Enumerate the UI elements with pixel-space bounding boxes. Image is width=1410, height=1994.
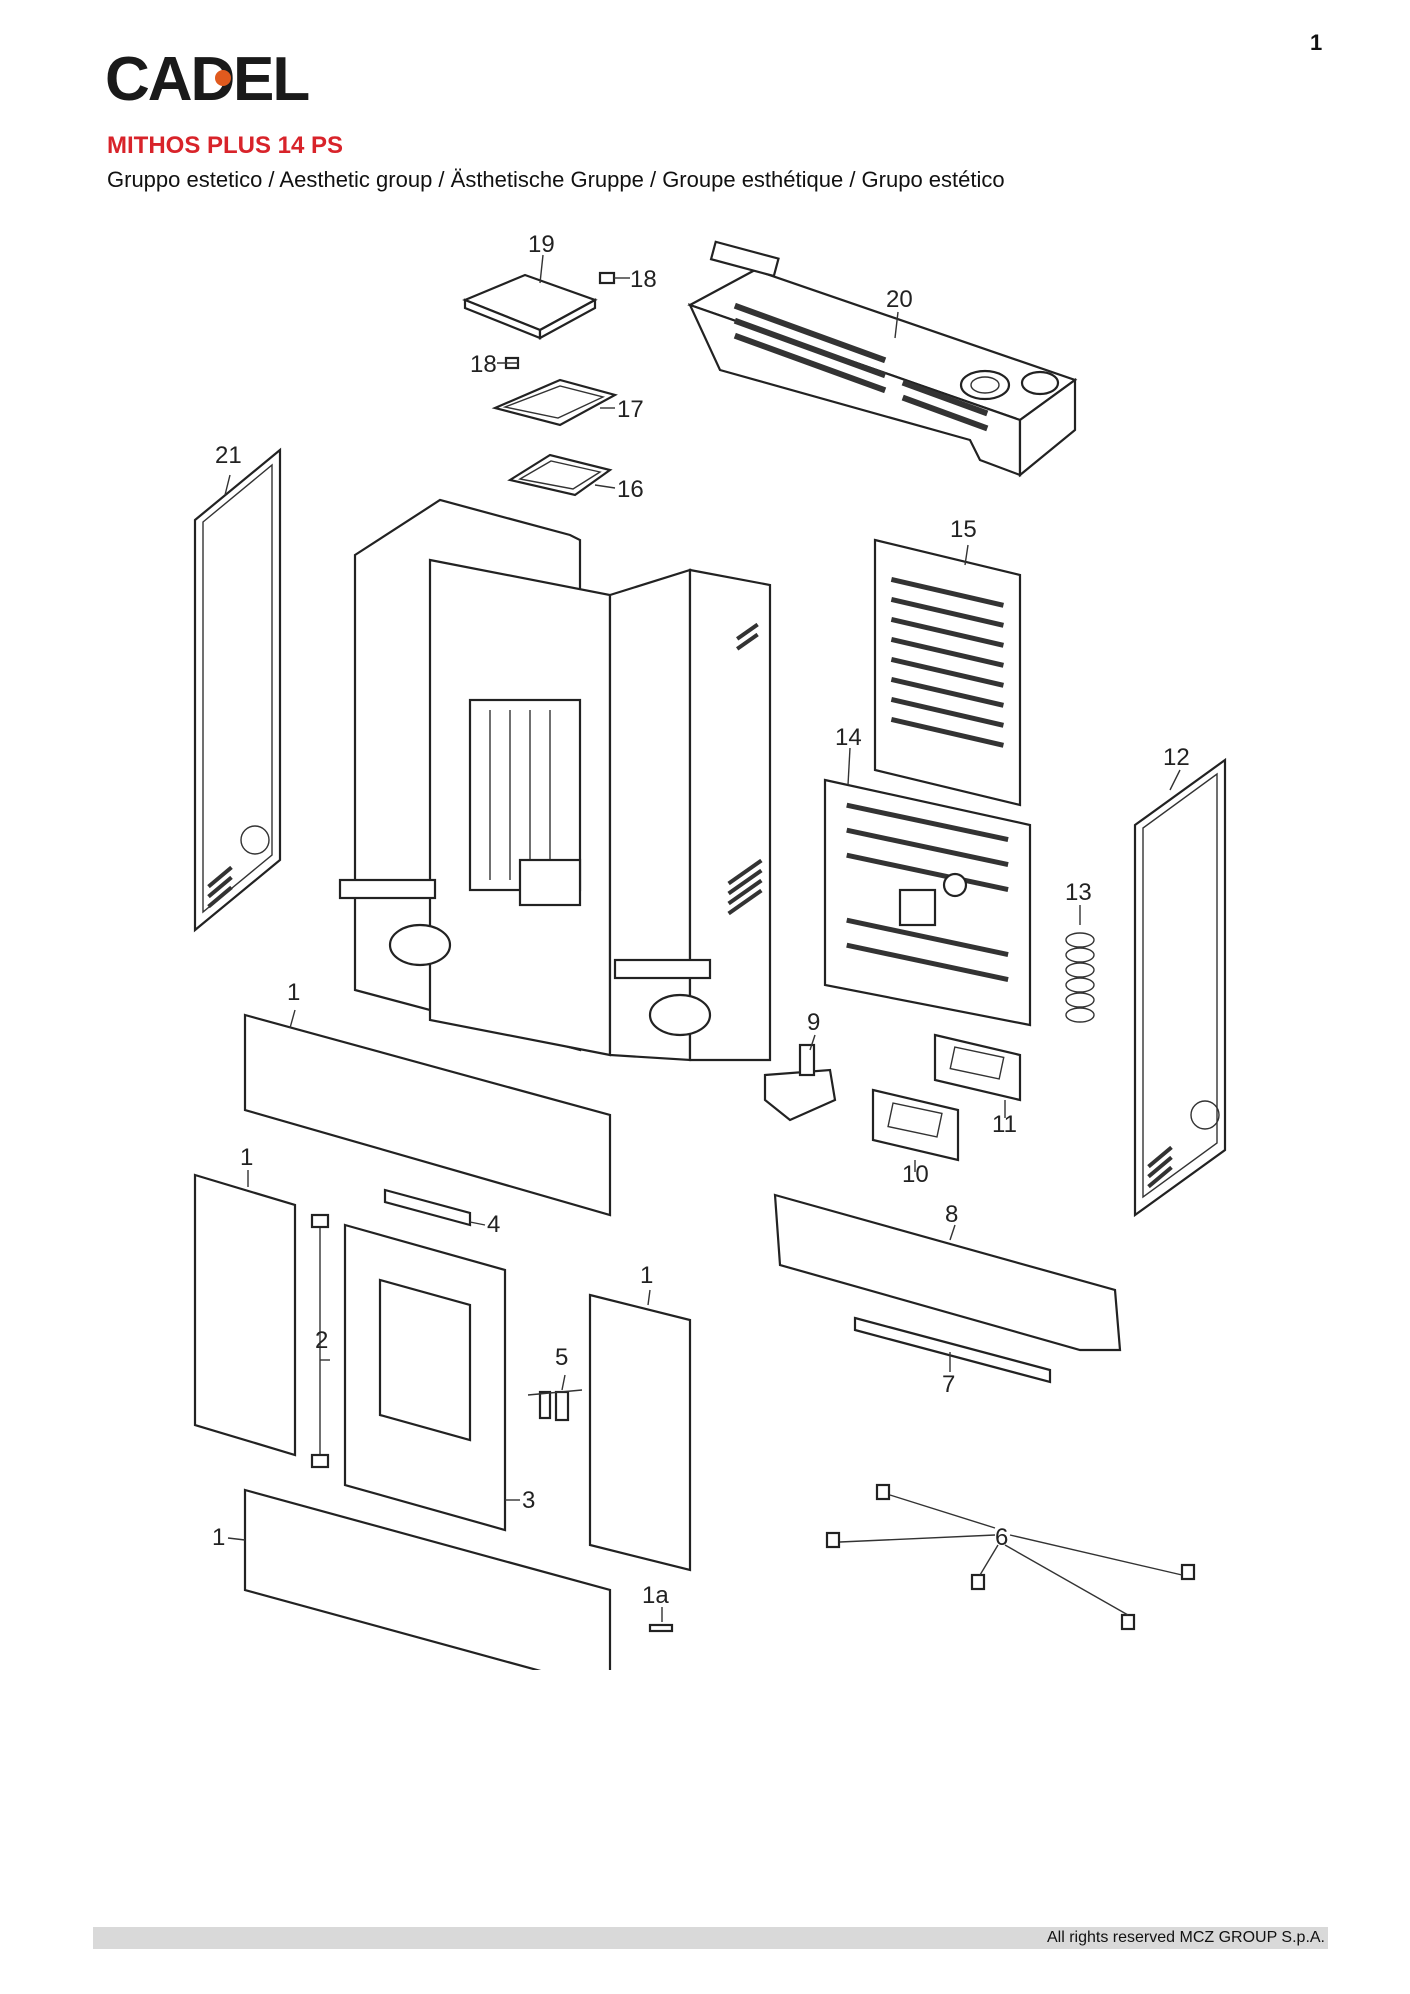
callout-5: 5 xyxy=(555,1344,568,1371)
part-top-lid xyxy=(462,273,598,340)
callout-18-lower: 18 xyxy=(470,351,497,378)
exploded-parts-diagram: 19 18 18 17 16 20 21 15 14 12 13 1 9 11 … xyxy=(150,220,1260,1692)
part-screw-1a xyxy=(648,1623,674,1633)
part-left-side-panel xyxy=(193,447,282,933)
callout-19: 19 xyxy=(528,231,555,258)
callout-15: 15 xyxy=(950,516,977,543)
callout-1-top-front: 1 xyxy=(287,979,300,1006)
callout-1-left-door: 1 xyxy=(240,1144,253,1171)
part-gasket xyxy=(507,453,613,497)
part-stove-body xyxy=(338,498,772,1062)
callout-9: 9 xyxy=(807,1009,820,1036)
part-flange-plate xyxy=(871,1088,960,1162)
part-front-panel-top xyxy=(243,1013,612,1217)
part-adjustable-feet xyxy=(825,1483,1196,1631)
part-right-side-panel xyxy=(1133,757,1227,1218)
cadel-logo: CAD EL xyxy=(105,45,310,112)
callout-20: 20 xyxy=(886,286,913,313)
part-left-door-panel xyxy=(193,1173,297,1457)
callout-3: 3 xyxy=(522,1487,535,1514)
callout-21: 21 xyxy=(215,442,242,469)
part-top-panel xyxy=(687,240,1078,478)
callout-2: 2 xyxy=(315,1327,328,1354)
leader-lines xyxy=(224,254,1181,1622)
callout-7: 7 xyxy=(942,1371,955,1398)
part-bar xyxy=(853,1316,1052,1384)
callout-1a: 1a xyxy=(642,1582,669,1609)
group-subtitle: Gruppo estetico / Aesthetic group / Ästh… xyxy=(107,167,1005,192)
part-rear-grille xyxy=(873,538,1022,807)
callout-17: 17 xyxy=(617,396,644,423)
part-door-bracket xyxy=(383,1188,472,1227)
part-frame-plate xyxy=(491,378,618,427)
callout-6: 6 xyxy=(995,1524,1008,1551)
callout-12: 12 xyxy=(1163,744,1190,771)
footer-bar xyxy=(93,1927,1328,1949)
callout-16: 16 xyxy=(617,476,644,503)
callout-1-right-door: 1 xyxy=(640,1262,653,1289)
part-base-plate xyxy=(773,1193,1122,1352)
page-number: 1 xyxy=(1310,30,1323,55)
product-title: MITHOS PLUS 14 PS xyxy=(107,132,344,159)
footer-copyright: All rights reserved MCZ GROUP S.p.A. xyxy=(1047,1929,1325,1946)
callout-14: 14 xyxy=(835,724,862,751)
callout-1-bottom-front: 1 xyxy=(212,1524,225,1551)
part-glass-door xyxy=(343,1223,507,1532)
callout-10: 10 xyxy=(902,1161,929,1188)
svg-text:CAD: CAD xyxy=(105,45,234,112)
part-latch xyxy=(527,1389,583,1422)
callout-11: 11 xyxy=(992,1111,1017,1138)
part-hinge-rod xyxy=(310,1213,330,1469)
callout-8: 8 xyxy=(945,1201,958,1228)
part-right-door-panel xyxy=(588,1293,692,1572)
part-damper xyxy=(763,1043,837,1122)
svg-text:EL: EL xyxy=(233,45,308,112)
callout-18-upper: 18 xyxy=(630,266,657,293)
part-rear-plate xyxy=(823,778,1032,1027)
part-front-panel-bottom xyxy=(243,1488,612,1692)
callout-4: 4 xyxy=(487,1211,500,1238)
callout-13: 13 xyxy=(1065,879,1092,906)
part-screw-upper xyxy=(598,271,616,285)
part-flexible-hose xyxy=(1065,932,1095,1023)
part-inspection-plate xyxy=(933,1033,1022,1102)
